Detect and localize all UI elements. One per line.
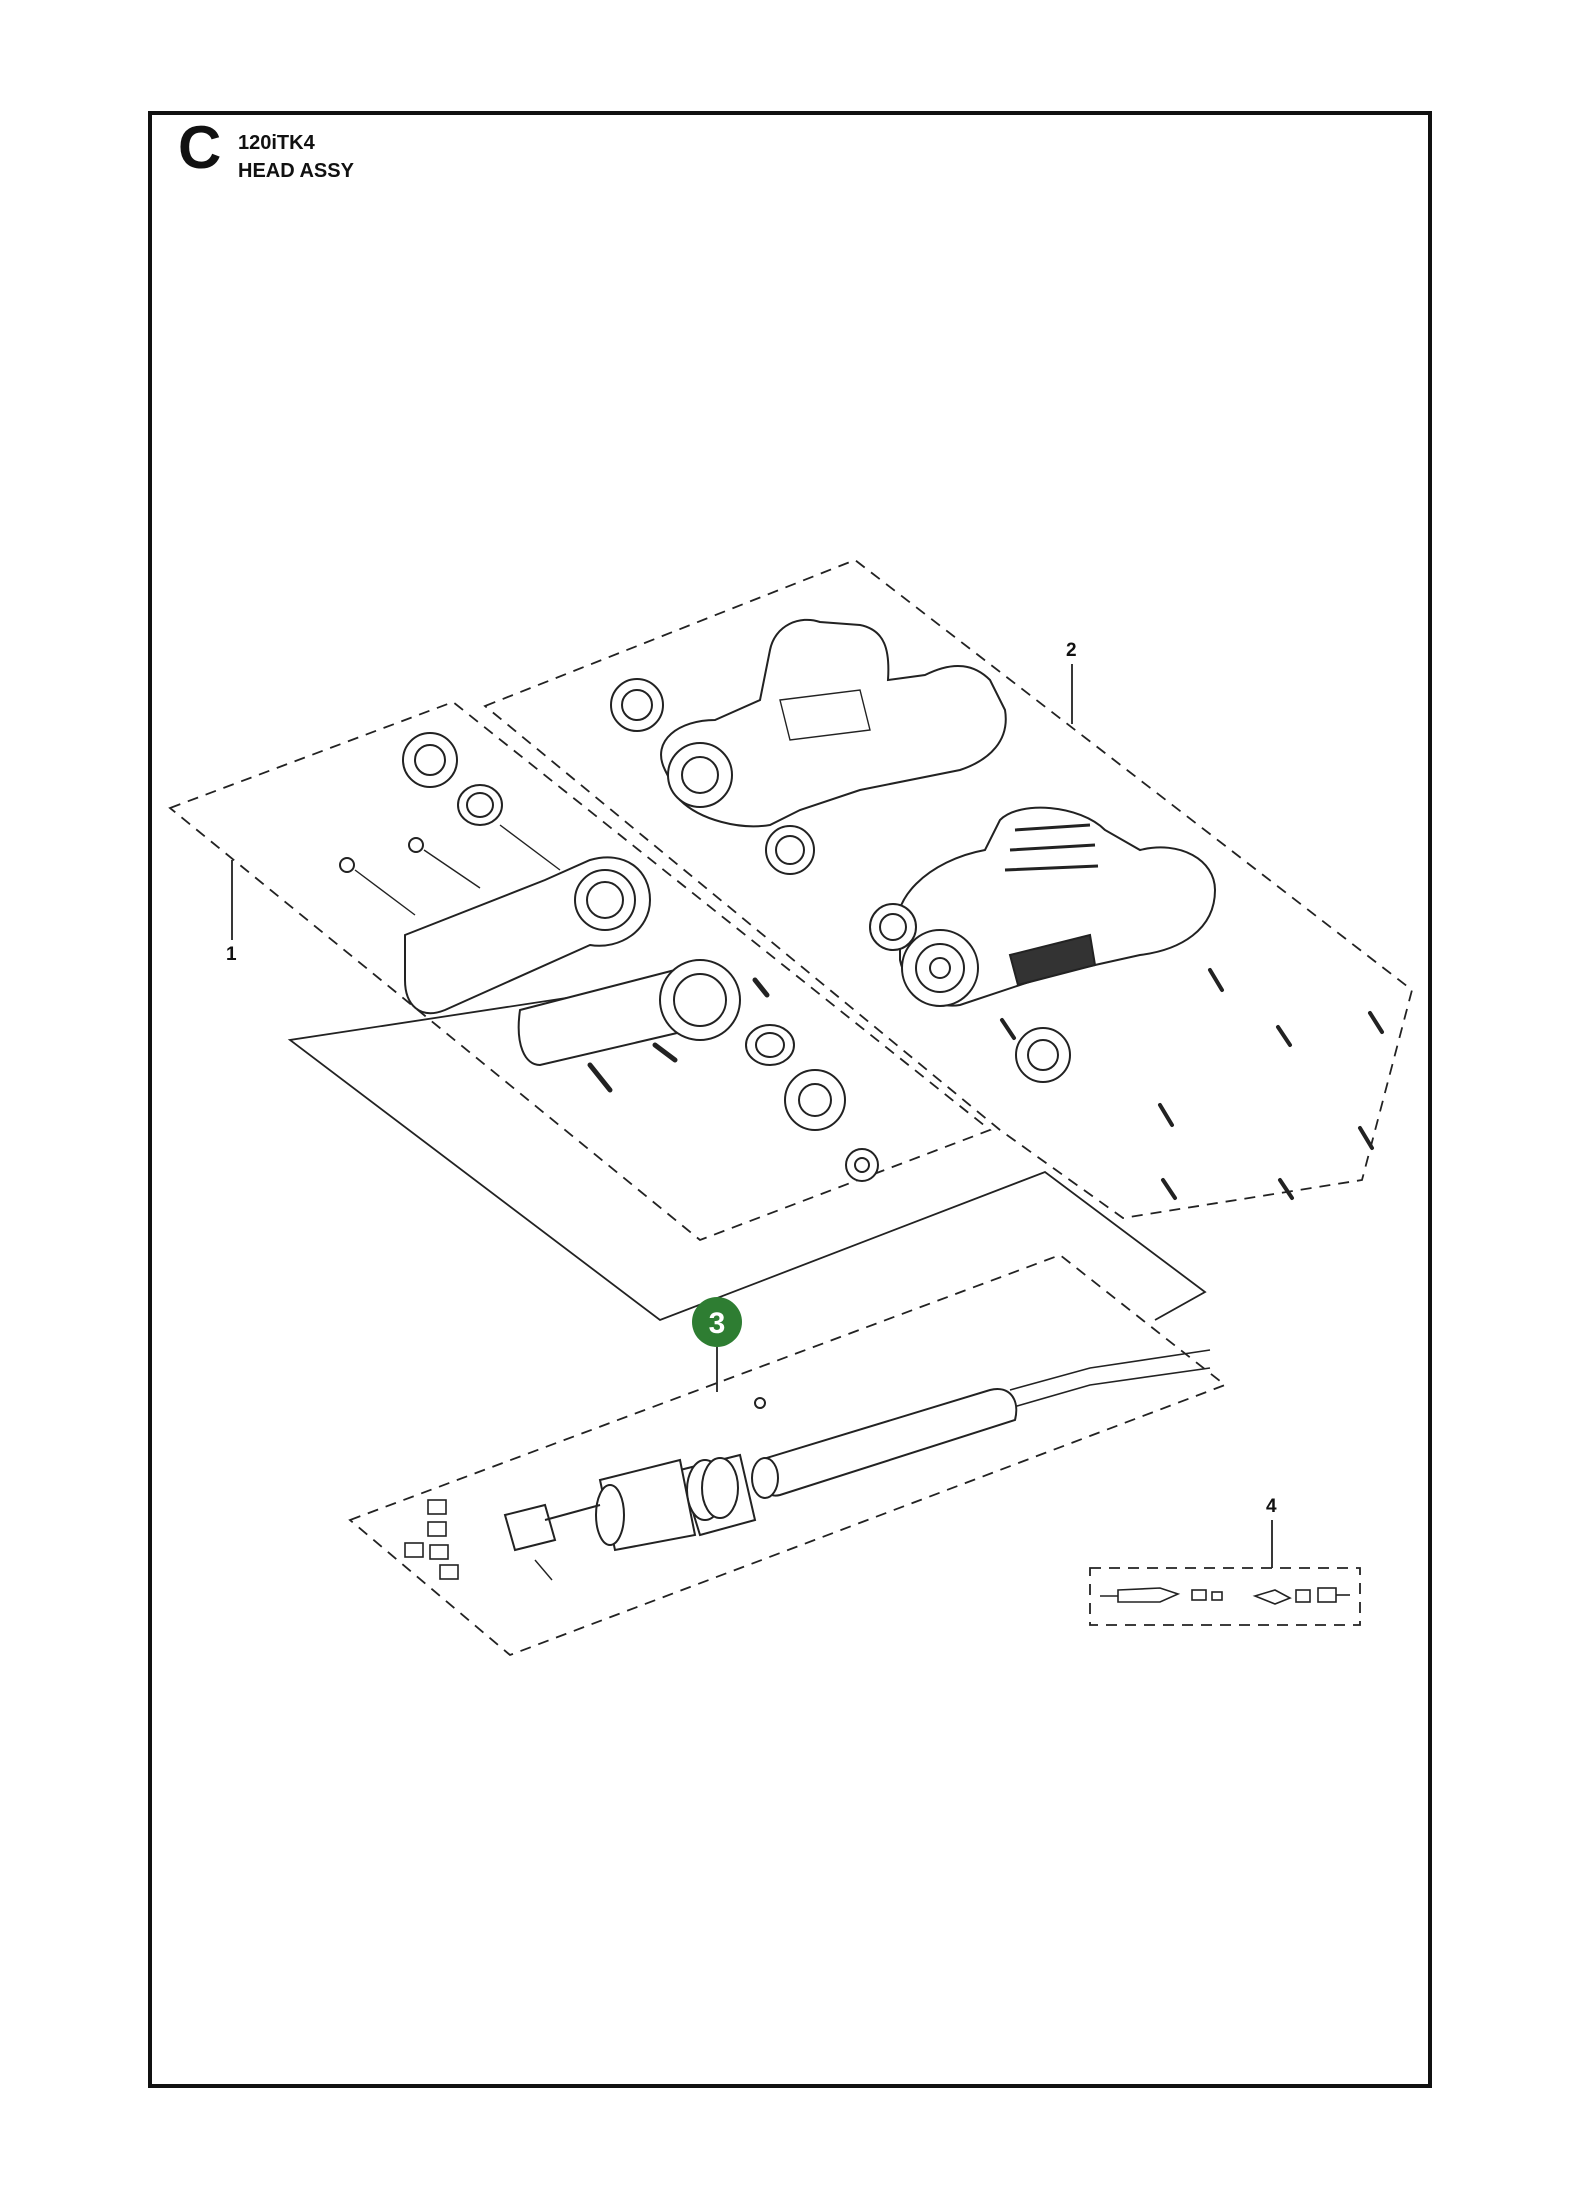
group-2-boundary [483, 558, 1414, 1219]
cable-connector-set [1100, 1587, 1350, 1605]
section-letter: C [178, 114, 222, 181]
callout-1: 1 [226, 944, 237, 965]
pivot-assembly [339, 732, 879, 1182]
group-3-solid-outline [287, 987, 1207, 1322]
motor-shaft-assembly [503, 1349, 1211, 1581]
connector-blocks [404, 1499, 459, 1580]
housing-screws [1000, 968, 1384, 1200]
callout-4: 4 [1266, 1496, 1277, 1517]
callout-3: 3 [709, 1307, 726, 1340]
housing-upper-half [610, 618, 1007, 875]
group-1-boundary [168, 700, 992, 1242]
callout-2: 2 [1066, 640, 1077, 661]
pivot-screws [587, 977, 770, 1093]
housing-lower-half [869, 806, 1217, 1083]
callout-3-badge[interactable]: 3 [692, 1297, 742, 1347]
assembly-title: HEAD ASSY [238, 160, 354, 182]
group-4-boundary [1089, 1567, 1361, 1626]
model-name: 120iTK4 [238, 132, 315, 154]
page-frame [148, 111, 1432, 2088]
